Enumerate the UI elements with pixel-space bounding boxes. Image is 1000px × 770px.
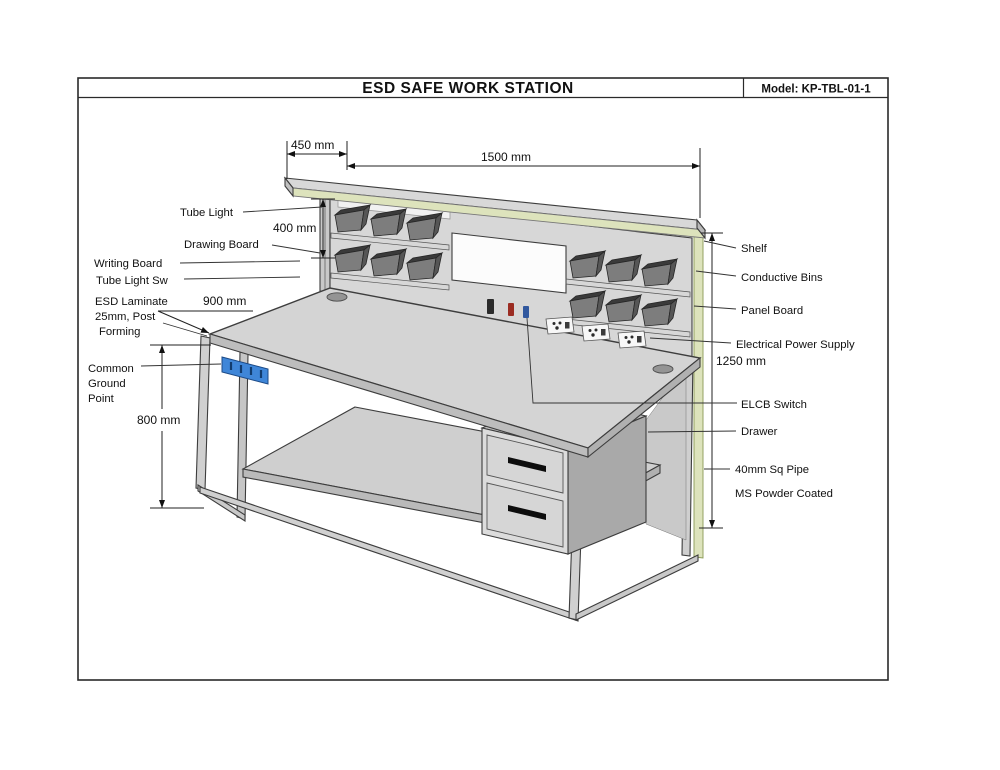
cable-grommet <box>652 364 674 374</box>
elcb-switch[interactable] <box>508 303 514 316</box>
title-block: ESD SAFE WORK STATION Model: KP-TBL-01-1 <box>77 77 889 681</box>
power-socket[interactable] <box>545 316 575 335</box>
leader-line <box>526 317 737 404</box>
dim-450-label: 450 mm <box>291 138 334 152</box>
label-conductive-bins: Conductive Bins <box>741 272 823 284</box>
ground-point-block <box>221 356 269 385</box>
dim-400-label: 400 mm <box>273 221 316 235</box>
dimension-400: 400 mm <box>273 198 335 259</box>
bin-rail <box>565 278 691 298</box>
leader-line <box>179 260 301 264</box>
top-shelf <box>283 176 707 240</box>
panel-assembly <box>283 176 707 559</box>
label-esd-laminate: Forming <box>99 326 140 338</box>
cable-grommet <box>326 292 348 302</box>
dimension-450: 450 mm <box>286 138 348 179</box>
dimension-1250: 1250 mm <box>699 232 766 529</box>
leader-line <box>242 206 323 213</box>
base-frame <box>195 335 699 622</box>
right-sq-pipe-post <box>693 228 704 559</box>
shelf-left-cap <box>284 176 294 198</box>
dimension-800: 800 mm <box>137 344 211 509</box>
leader-line <box>271 244 321 254</box>
label-common-ground: Ground <box>88 378 126 390</box>
label-sq-pipe: 40mm Sq Pipe <box>735 464 809 476</box>
label-tube-light: Tube Light <box>180 207 234 219</box>
leader-line <box>140 363 222 367</box>
label-esd-laminate: 25mm, Post <box>95 311 156 323</box>
dimension-1500: 1500 mm <box>347 148 701 218</box>
front-left-leg <box>195 335 211 491</box>
leader-line <box>157 310 210 334</box>
page-title: ESD SAFE WORK STATION <box>362 80 573 97</box>
label-elcb-switch: ELCB Switch <box>741 399 807 411</box>
label-esd-laminate: ESD Laminate <box>95 296 168 308</box>
dimension-900: 900 mm <box>157 294 253 334</box>
leader-line <box>162 322 208 337</box>
drawer-handle[interactable] <box>508 457 546 472</box>
leader-line <box>695 270 737 277</box>
model-number: Model: KP-TBL-01-1 <box>761 84 871 96</box>
right-bottom-stretcher <box>575 554 699 621</box>
work-top <box>207 287 702 459</box>
dim-900-label: 900 mm <box>203 294 246 308</box>
dim-1250-label: 1250 mm <box>716 354 766 368</box>
sheet-border <box>77 77 889 681</box>
dim-1500-label: 1500 mm <box>481 150 531 164</box>
leader-line <box>703 240 737 249</box>
indicator-switch[interactable] <box>523 306 529 318</box>
leader-line <box>183 276 301 280</box>
label-writing-board: Writing Board <box>94 258 162 270</box>
label-drawing-board: Drawing Board <box>184 239 259 251</box>
worktop-right-edge <box>587 356 701 459</box>
label-common-ground: Point <box>88 393 115 405</box>
drawer-handle[interactable] <box>508 505 546 520</box>
front-bottom-rail <box>199 486 579 622</box>
callouts-left: Tube Light Drawing Board Writing Board T… <box>88 206 323 405</box>
label-tube-light-sw: Tube Light Sw <box>96 275 169 287</box>
label-panel-board: Panel Board <box>741 305 803 317</box>
label-common-ground: Common <box>88 363 134 375</box>
leader-line <box>693 305 737 310</box>
power-socket[interactable] <box>617 330 647 349</box>
bin-rail <box>330 272 450 291</box>
toggle-switch[interactable] <box>487 299 494 314</box>
leader-line <box>649 337 732 344</box>
conductive-bins-left <box>330 204 450 291</box>
dim-800-label: 800 mm <box>137 413 180 427</box>
label-power-supply: Electrical Power Supply <box>736 339 855 351</box>
label-drawer: Drawer <box>741 426 778 438</box>
bin-rail <box>330 232 450 251</box>
label-ms-powder-coated: MS Powder Coated <box>735 488 833 500</box>
common-ground-point <box>221 356 269 385</box>
label-shelf: Shelf <box>741 243 768 255</box>
callouts-right: Shelf Conductive Bins Panel Board Electr… <box>526 240 855 500</box>
leader-line <box>647 430 737 433</box>
writing-board <box>451 232 567 294</box>
power-socket[interactable] <box>581 323 611 342</box>
